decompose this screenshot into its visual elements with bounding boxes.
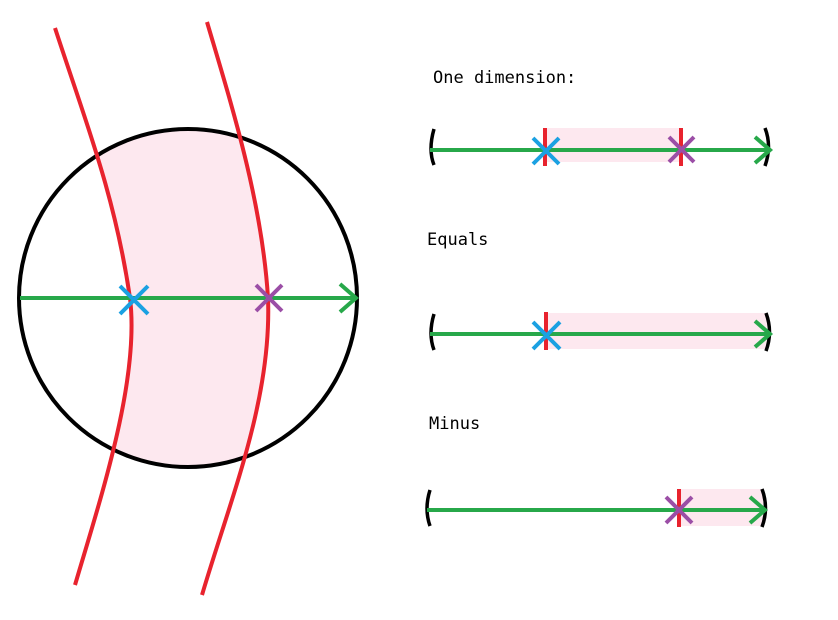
left-bracket [429, 128, 436, 166]
one-dimension-panel: One dimension: [429, 68, 774, 167]
ray-arrowhead [753, 319, 774, 349]
ray-arrow [20, 282, 360, 314]
equals-region [545, 313, 767, 349]
one-dimension-region [545, 128, 682, 162]
entry-marker-cross-x-icon [531, 320, 562, 351]
minus-region [679, 489, 763, 526]
minus-panel: Minus [425, 414, 769, 528]
entry-marker-cross-x-icon [118, 284, 150, 316]
exit-marker-cross-x-icon [667, 135, 696, 164]
ray-arrowhead [748, 495, 769, 525]
ray-arrowhead [753, 135, 774, 165]
equals-panel: Equals [427, 230, 774, 352]
entry-marker-cross-x-icon [531, 136, 561, 166]
intersection-region [55, 129, 269, 467]
two-dimensional-view [17, 21, 360, 596]
one-dimension-label: One dimension: [433, 68, 576, 88]
equals-label: Equals [427, 230, 488, 250]
entry-boundary-curve [53, 27, 134, 586]
minus-label: Minus [429, 414, 480, 434]
exit-marker-cross-x-icon [664, 495, 694, 525]
exit-marker-cross-x-icon [254, 283, 284, 313]
